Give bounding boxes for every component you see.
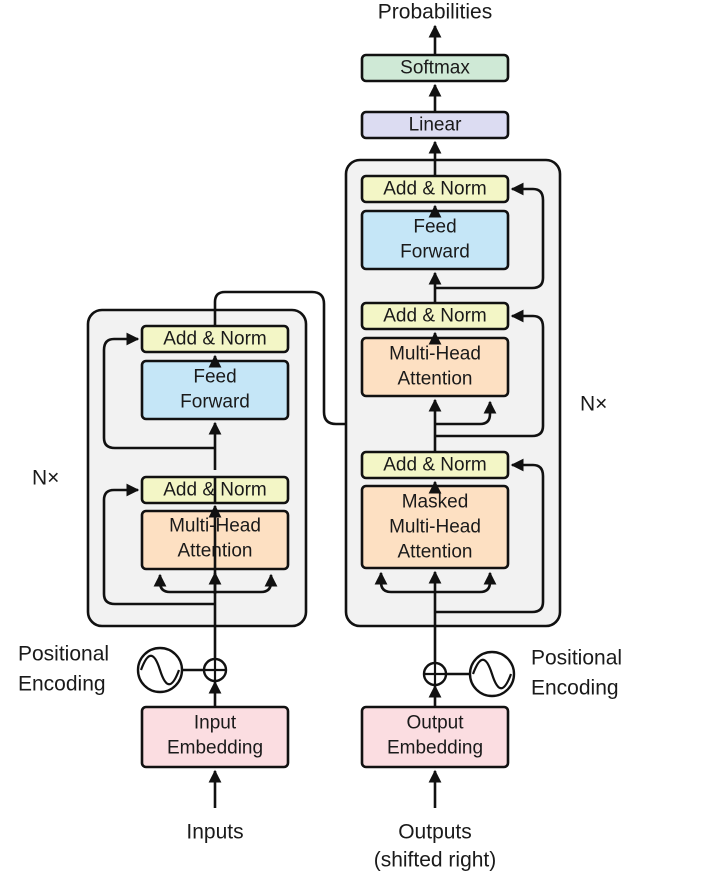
decoder-repeat-label: N×	[580, 393, 607, 416]
encoder-feed-forward-label-1: Feed	[193, 367, 236, 388]
encoder-stack	[86, 308, 308, 628]
decoder-feed-forward-label-2: Forward	[400, 242, 470, 263]
encoder-positional-label-2: Encoding	[18, 673, 106, 696]
decoder-positional-label-2: Encoding	[531, 677, 619, 700]
decoder-masked-attention-label-1: Masked	[402, 492, 469, 513]
output-embedding-label-1: Output	[406, 713, 464, 734]
decoder-add-norm-middle-label: Add & Norm	[383, 306, 486, 327]
encoder-feed-forward-label-2: Forward	[180, 392, 250, 413]
encoder-add-norm-top-label: Add & Norm	[163, 329, 266, 350]
sine-wave-icon	[136, 646, 184, 694]
decoder-masked-attention-label-2: Multi-Head	[389, 517, 481, 538]
input-embedding-label-2: Embedding	[167, 738, 263, 759]
decoder-feed-forward-label-1: Feed	[413, 217, 456, 238]
probabilities-label: Probabilities	[378, 1, 492, 24]
softmax-block	[360, 53, 510, 83]
decoder-connections	[374, 24, 545, 808]
plus-circle-icon	[202, 657, 228, 683]
decoder-add-norm-bottom-label: Add & Norm	[383, 455, 486, 476]
output-embedding-label-2: Embedding	[387, 738, 483, 759]
decoder-add-norm-top-label: Add & Norm	[383, 179, 486, 200]
decoder-outputs-label-1: Outputs	[398, 821, 472, 844]
decoder-positional-label-1: Positional	[531, 647, 622, 670]
decoder-outputs-label-2: (shifted right)	[374, 849, 497, 872]
softmax-label: Softmax	[400, 58, 470, 79]
linear-block	[360, 110, 510, 140]
linear-label: Linear	[409, 115, 462, 136]
plus-circle-icon	[422, 661, 448, 687]
encoder-inputs-label: Inputs	[186, 821, 243, 844]
input-embedding-label-1: Input	[194, 713, 237, 734]
decoder-cross-attention-label-2: Attention	[398, 369, 473, 390]
sine-wave-icon	[468, 650, 516, 698]
decoder-cross-attention-label-1: Multi-Head	[389, 344, 481, 365]
encoder-repeat-label: N×	[32, 467, 59, 490]
encoder-positional-label-1: Positional	[18, 643, 109, 666]
decoder-masked-attention-label-3: Attention	[398, 542, 473, 563]
